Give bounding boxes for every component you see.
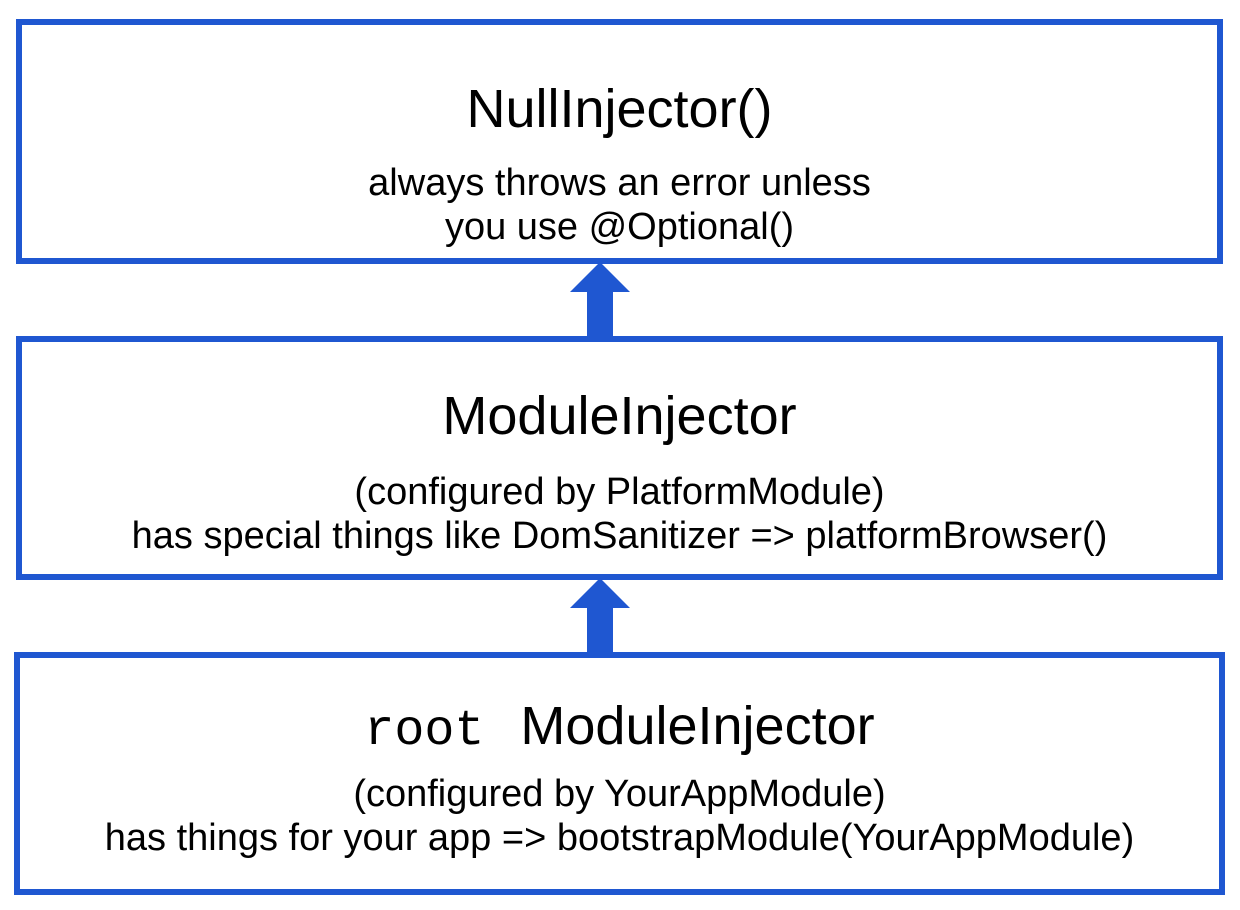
module-injector-description-line: has special things like DomSanitizer => … bbox=[131, 515, 1108, 557]
null-injector-title: NullInjector() bbox=[466, 79, 773, 139]
module-injector-config-line: (configured by PlatformModule) bbox=[354, 471, 885, 513]
null-injector-description-line-2: you use @Optional() bbox=[444, 206, 795, 248]
root-module-injector-title: root ModuleInjector bbox=[20, 696, 1219, 762]
null-injector-box: NullInjector() always throws an error un… bbox=[16, 19, 1223, 264]
root-module-injector-description-line: has things for your app => bootstrapModu… bbox=[104, 817, 1135, 859]
arrow-up-icon bbox=[570, 578, 630, 654]
null-injector-description-line-1: always throws an error unless bbox=[368, 162, 871, 204]
module-injector-title: ModuleInjector bbox=[442, 386, 797, 446]
root-module-injector-name: ModuleInjector bbox=[520, 696, 875, 756]
module-injector-box: ModuleInjector (configured by PlatformMo… bbox=[16, 336, 1223, 580]
root-keyword: root bbox=[364, 703, 485, 760]
root-module-injector-box: root ModuleInjector (configured by YourAp… bbox=[14, 652, 1225, 895]
root-module-injector-config-line: (configured by YourAppModule) bbox=[353, 773, 886, 815]
arrow-up-icon bbox=[570, 262, 630, 338]
